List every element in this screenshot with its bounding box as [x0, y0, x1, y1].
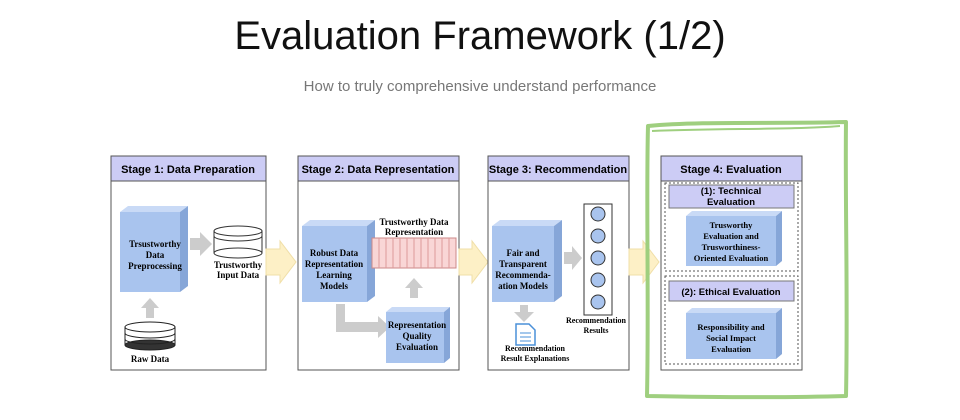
- arrow-right-icon-3: [564, 246, 582, 270]
- stage-connector-2: [458, 239, 489, 285]
- arrow-right-icon: [190, 232, 212, 256]
- stage-2-header: [297, 155, 460, 182]
- results-label-1: Recommendation: [566, 316, 627, 325]
- stage-2-panel: Stage 2: Data Representation Robust Data…: [297, 155, 460, 371]
- page-title: Evaluation Framework (1/2): [234, 14, 726, 58]
- arrow-right-bend-icon: [336, 304, 390, 338]
- page-subtitle: How to truly comprehensive understand pe…: [303, 78, 657, 95]
- stage-1-header-text: Stage 1: Data Preparation: [121, 164, 255, 176]
- results-list: [583, 203, 613, 316]
- raw-data-label: Raw Data: [131, 354, 170, 364]
- preprocessing-box: Trsustworthy Data Preprocessing: [120, 206, 188, 292]
- robust-line-1: Robust Data: [310, 248, 359, 258]
- stage-2-header-text: Stage 2: Data Representation: [302, 164, 455, 176]
- stage-3-header-text: Stage 3: Recommendation: [489, 164, 627, 176]
- tech-line-1: Trusworthy: [710, 220, 754, 230]
- stage-4-panel: Stage 4: Evaluation (1): Technical Evalu…: [660, 155, 803, 371]
- highlight-outline: [645, 120, 849, 400]
- fair-line-3: Recommenda-: [495, 270, 551, 280]
- preprocessing-line-1: Trsustworthy: [129, 239, 181, 249]
- stage-connector-1: [265, 239, 297, 285]
- preprocessing-line-2: Data: [146, 250, 165, 260]
- technical-eval-box: Trusworthy Evaluation and Trusworthiness…: [686, 211, 782, 266]
- arrow-up-icon-2: [405, 278, 423, 298]
- eth-line-3: Evaluation: [711, 344, 751, 354]
- eth-line-1: Responsibility and: [697, 322, 765, 332]
- rep-label-1: Trustworthy Data: [379, 217, 449, 227]
- document-icon: [515, 323, 536, 346]
- highlight-stroke: [651, 125, 841, 132]
- robust-line-2: Representation: [305, 259, 363, 269]
- explain-label-1: Recommendation: [505, 344, 566, 353]
- tech-line-4: Oriented Evaluation: [694, 253, 769, 263]
- results-label-2: Results: [584, 326, 609, 335]
- arrow-up-icon: [141, 298, 159, 318]
- ethical-eval-header: [668, 280, 795, 302]
- tech-header-2: Evaluation: [707, 197, 755, 208]
- input-data-icon: [213, 225, 263, 259]
- technical-eval-header: [668, 184, 795, 209]
- stage-4-header-text: Stage 4: Evaluation: [680, 164, 782, 176]
- fair-line-1: Fair and: [506, 248, 539, 258]
- stage-connector-3: [628, 239, 660, 285]
- quality-line-3: Evaluation: [396, 342, 438, 352]
- quality-line-1: Representation: [388, 320, 446, 330]
- tech-line-2: Evaluation and: [703, 231, 759, 241]
- stage-1-header: [110, 155, 267, 182]
- stage-1-panel: Stage 1: Data Preparation Trsustworthy D…: [110, 155, 267, 371]
- preprocessing-line-3: Preprocessing: [128, 261, 182, 271]
- tech-line-3: Trusworthiness-: [702, 242, 761, 252]
- input-data-label-2: Input Data: [217, 270, 260, 280]
- fair-models-box: Fair and Transparent Recommenda- ation M…: [492, 220, 562, 302]
- robust-line-3: Learning: [316, 270, 352, 280]
- stage-4-header: [660, 155, 803, 182]
- tech-header-1: (1): Technical: [701, 186, 762, 197]
- representation-vector: [371, 237, 457, 269]
- rep-label-2: Representation: [385, 227, 443, 237]
- fair-line-2: Transparent: [499, 259, 547, 269]
- robust-line-4: Models: [320, 281, 348, 291]
- explain-label-2: Result Explanations: [501, 354, 570, 363]
- raw-data-icon: [124, 321, 176, 351]
- fair-line-4: ation Models: [498, 281, 548, 291]
- stage-3-header: [487, 155, 630, 182]
- eth-header: (2): Ethical Evaluation: [681, 287, 780, 298]
- quality-eval-box: Representation Quality Evaluation: [386, 307, 450, 363]
- quality-line-2: Quality: [402, 331, 432, 341]
- eth-line-2: Social Impact: [706, 333, 756, 343]
- ethical-eval-box: Responsibility and Social Impact Evaluat…: [686, 308, 782, 359]
- stage-3-panel: Stage 3: Recommendation Fair and Transpa…: [487, 155, 630, 371]
- arrow-down-icon: [514, 305, 534, 322]
- input-data-label-1: Trustworthy: [214, 260, 263, 270]
- robust-models-box: Robust Data Representation Learning Mode…: [302, 220, 375, 302]
